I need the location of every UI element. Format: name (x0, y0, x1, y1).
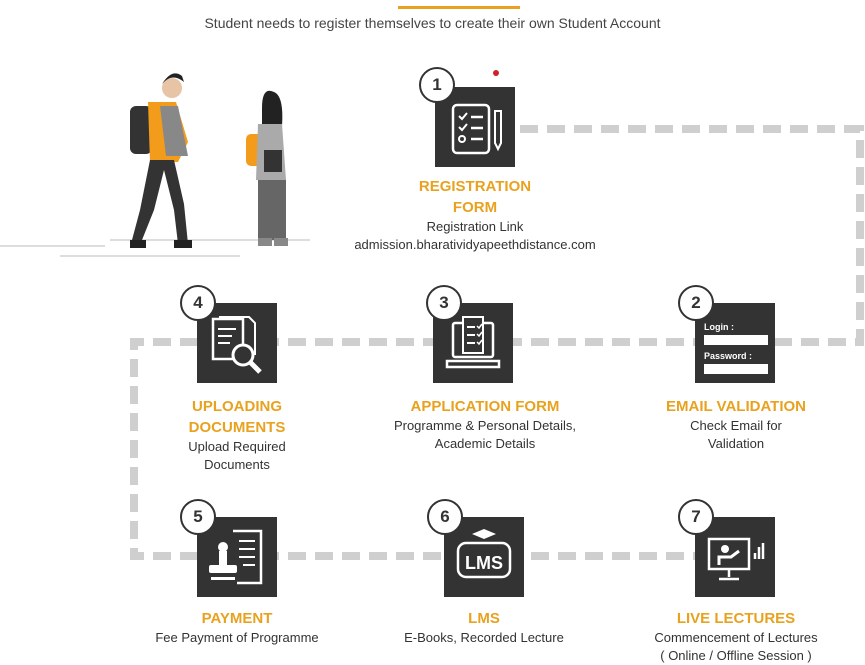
uploading-documents-icon-box (197, 303, 277, 383)
password-field-icon (704, 364, 768, 374)
step-7-desc: Commencement of Lectures (654, 630, 818, 645)
page-subtitle: Student needs to register themselves to … (204, 15, 661, 31)
step-email-validation: EMAIL VALIDATION Check Email for Validat… (616, 396, 856, 453)
step-2-desc: Check Email for (690, 418, 782, 433)
step-7-title: LIVE LECTURES (676, 610, 796, 627)
step-5-number: 5 (180, 499, 216, 535)
step-2-desc-2: Validation (707, 436, 765, 451)
registration-form-icon-box (435, 87, 515, 167)
login-field-icon (704, 335, 768, 345)
step-application-form: APPLICATION FORM Programme & Personal De… (365, 396, 605, 453)
step-2-number: 2 (678, 285, 714, 321)
step-4-desc: Upload Required (188, 439, 286, 454)
step-4-desc-2: Documents (204, 457, 270, 472)
step-payment: PAYMENT Fee Payment of Programme (117, 608, 357, 647)
step-7-desc-2: ( Online / Offline Session ) (660, 648, 812, 663)
step-7-number: 7 (678, 499, 714, 535)
step-5-desc: Fee Payment of Programme (155, 630, 319, 645)
step-uploading-documents: UPLOADING DOCUMENTS Upload Required Docu… (117, 396, 357, 474)
live-lectures-icon-box (695, 517, 775, 597)
laptop-checklist-icon (445, 316, 501, 369)
lms-icon-text: LMS (465, 553, 503, 573)
step-1-desc: Registration Link (426, 219, 524, 234)
step-3-desc: Programme & Personal Details, (393, 418, 577, 433)
email-validation-icon-box: Login : Password : (695, 303, 775, 383)
step-4-number: 4 (180, 285, 216, 321)
step-5-title: PAYMENT (201, 610, 273, 627)
step-4-title-2: DOCUMENTS (188, 419, 286, 436)
step-registration-form: REGISTRATION FORM Registration Link admi… (354, 176, 595, 254)
students-illustration (0, 73, 310, 257)
step-4-title: UPLOADING (192, 398, 282, 415)
live-lecture-icon (707, 537, 765, 581)
step-6-number: 6 (427, 499, 463, 535)
step-1-number: 1 (419, 67, 455, 103)
password-label: Password : (704, 351, 753, 361)
step-6-desc: E-Books, Recorded Lecture (404, 630, 564, 645)
document-search-icon (211, 316, 262, 374)
login-label: Login : (704, 322, 734, 332)
registration-link[interactable]: admission.bharatividyapeethdistance.com (354, 237, 596, 252)
lms-icon: LMS (456, 529, 512, 579)
step-1-title-2: FORM (452, 199, 498, 216)
step-6-title: LMS (468, 610, 500, 627)
step-1-title: REGISTRATION (418, 178, 532, 195)
step-lms: LMS E-Books, Recorded Lecture (364, 608, 604, 647)
header-accent-bar (398, 6, 520, 9)
checklist-pencil-icon (451, 103, 502, 155)
stamp-receipt-icon (209, 529, 263, 585)
step-live-lectures: LIVE LECTURES Commencement of Lectures (… (616, 608, 856, 665)
step-2-title: EMAIL VALIDATION (666, 398, 806, 415)
lms-icon-box: LMS (444, 517, 524, 597)
payment-icon-box (197, 517, 277, 597)
step-3-desc-2: Academic Details (434, 436, 536, 451)
step-3-title: APPLICATION FORM (410, 398, 560, 415)
step-3-number: 3 (426, 285, 462, 321)
